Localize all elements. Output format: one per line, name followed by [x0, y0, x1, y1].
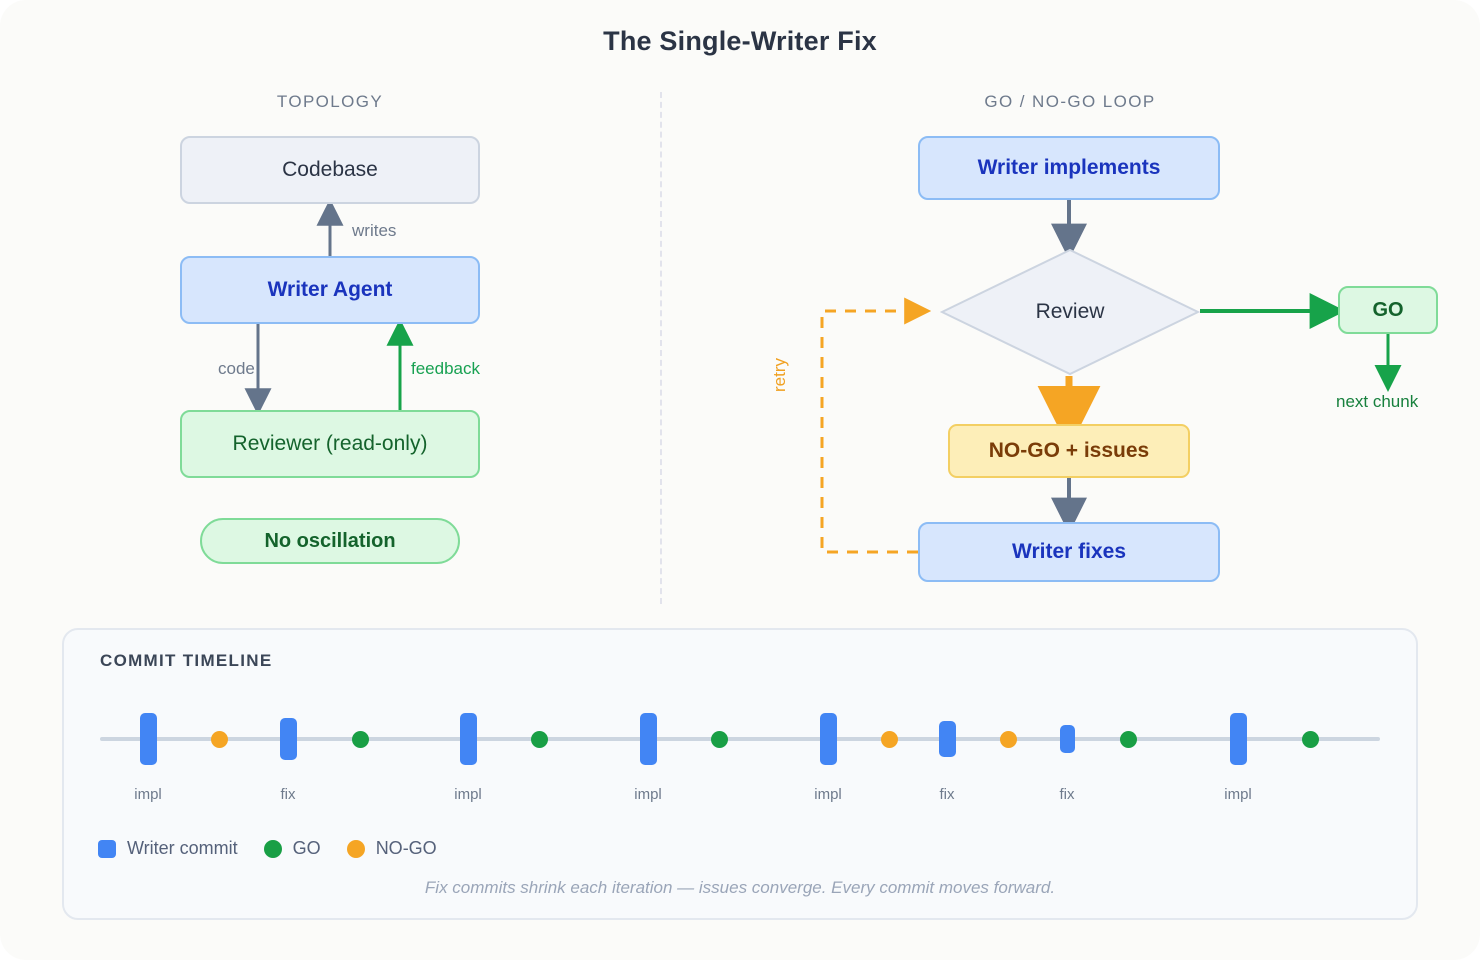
timeline-dot-nogo — [880, 730, 898, 748]
node-writer-implements[interactable]: Writer implements — [918, 136, 1220, 200]
timeline-bar-fix — [1059, 725, 1075, 753]
edge-label-retry: retry — [770, 358, 789, 392]
node-no-go-issues[interactable]: NO-GO + issues — [948, 424, 1190, 478]
badge-no-oscillation: No oscillation — [200, 518, 460, 564]
timeline-note: Fix commits shrink each iteration — issu… — [424, 878, 1056, 897]
topology-panel-heading: TOPOLOGY — [276, 92, 384, 111]
legend-item-writer-commit: Writer commit — [98, 838, 238, 859]
timeline-bar-impl — [819, 713, 837, 765]
legend-swatch-go-icon — [263, 839, 282, 858]
timeline-dot-go — [351, 730, 369, 748]
node-codebase[interactable]: Codebase — [180, 136, 480, 204]
legend-swatch-writer-commit-icon — [98, 839, 116, 858]
node-review-label: Review — [1035, 300, 1105, 323]
timeline-bar-impl — [1229, 713, 1247, 765]
timeline-caption: impl — [814, 786, 842, 803]
timeline-track — [100, 737, 1380, 741]
legend-item-go: GO — [263, 838, 321, 859]
edge-label-next-chunk: next chunk — [1336, 392, 1419, 411]
timeline-caption: fix — [939, 786, 955, 803]
node-writer-fixes[interactable]: Writer fixes — [918, 522, 1220, 582]
timeline-bar-fix — [938, 721, 956, 757]
timeline-bar-impl — [459, 713, 477, 765]
timeline-caption: impl — [634, 786, 662, 803]
timeline-dot-nogo — [999, 730, 1017, 748]
timeline-dot-go — [1119, 730, 1137, 748]
legend-label: Writer commit — [127, 838, 238, 858]
legend-label: NO-GO — [375, 838, 437, 858]
timeline-legend: Writer commit GO NO-GO — [98, 838, 437, 859]
timeline-dot-go — [530, 730, 548, 748]
node-writer-agent[interactable]: Writer Agent — [180, 256, 480, 324]
diamond-shape — [939, 248, 1201, 376]
loop-panel-heading: GO / NO-GO LOOP — [984, 92, 1156, 111]
timeline-caption: impl — [454, 786, 482, 803]
edge-label-writes: writes — [352, 221, 397, 240]
commit-timeline-card — [62, 628, 1418, 920]
edge-label-feedback: feedback — [411, 359, 480, 378]
node-review-decision[interactable]: Review — [939, 248, 1201, 376]
node-reviewer-read-only[interactable]: Reviewer (read-only) — [180, 410, 480, 478]
timeline-dot-go — [710, 730, 728, 748]
timeline-bar-impl — [139, 713, 157, 765]
edge-label-code: code — [218, 359, 255, 378]
timeline-bar-fix — [279, 718, 297, 760]
page-title: The Single-Writer Fix — [603, 26, 877, 56]
timeline-caption: impl — [1224, 786, 1252, 803]
node-go[interactable]: GO — [1338, 286, 1438, 334]
legend-label: GO — [292, 838, 321, 858]
timeline-caption: fix — [280, 786, 296, 803]
timeline-dot-go — [1301, 730, 1319, 748]
legend-item-nogo: NO-GO — [346, 838, 437, 859]
panel-divider — [660, 92, 662, 604]
timeline-caption: impl — [134, 786, 162, 803]
commit-timeline-heading: COMMIT TIMELINE — [100, 651, 273, 670]
timeline-caption: fix — [1059, 786, 1075, 803]
timeline-dot-nogo — [210, 730, 228, 748]
legend-swatch-nogo-icon — [346, 839, 365, 858]
timeline-bar-impl — [639, 713, 657, 765]
